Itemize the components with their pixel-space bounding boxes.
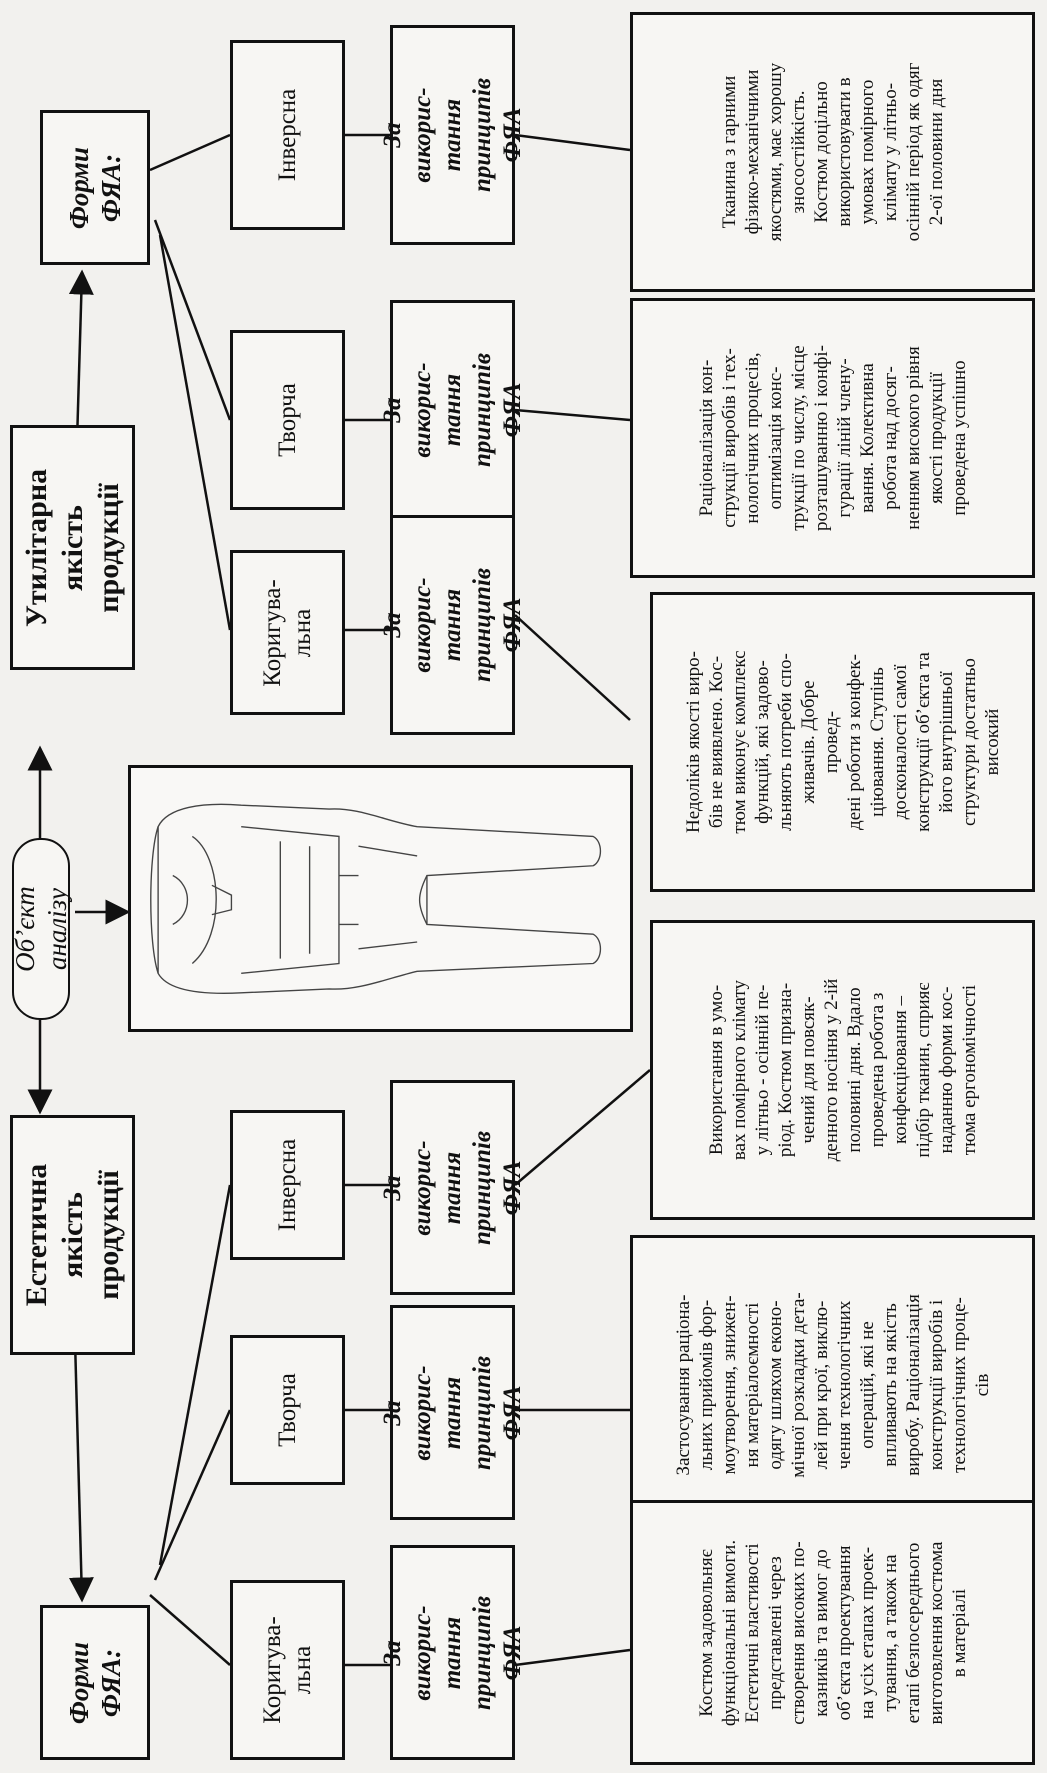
garment-sketch-drawing	[150, 803, 602, 994]
bottom-principle-inverse: За викорис- тання принципів ФЯА	[379, 1080, 526, 1295]
forms-fya-top-box: Форми ФЯА:	[40, 110, 150, 265]
bottom-form-creative: Творча	[230, 1335, 345, 1485]
top-form-inverse: Інверсна	[230, 40, 345, 230]
bottom-principle-creative: За викорис- тання принципів ФЯА	[379, 1305, 526, 1520]
bottom-description-creative: Застосування раціона- льних прийомів фор…	[630, 1235, 1035, 1535]
top-principle-corrective: За викорис- тання принципів ФЯА	[379, 515, 526, 735]
top-description-inverse: Тканина з гарними фізико-механічними яко…	[630, 12, 1035, 292]
top-principle-creative: За викорис- тання принципів ФЯА	[379, 300, 526, 520]
garment-sketch	[128, 765, 633, 1032]
top-principle-inverse: За викорис- тання принципів ФЯА	[379, 25, 526, 245]
top-form-creative: Творча	[230, 330, 345, 510]
utilitarian-quality-box: Утилітарна якість продукції	[10, 425, 135, 670]
arrow-to-forms-bottom	[68, 1339, 94, 1603]
object-of-analysis-label: Об’єкт аналізу	[10, 838, 72, 1020]
bottom-form-inverse: Інверсна	[230, 1110, 345, 1260]
top-description-corrective: Недоліків якості виро- бів не виявлено. …	[650, 592, 1035, 892]
bottom-description-inverse: Використання в умо- вах помірного клімат…	[650, 920, 1035, 1220]
forms-fya-bottom-box: Форми ФЯА:	[40, 1605, 150, 1760]
top-description-creative: Раціоналізація кон- струкції виробів і т…	[630, 298, 1035, 578]
top-form-corrective: Коригува- льна	[230, 550, 345, 715]
bottom-description-corrective: Костюм задовольняє функціональні вимоги.…	[630, 1500, 1035, 1765]
bottom-form-corrective: Коригува- льна	[230, 1580, 345, 1760]
aesthetic-quality-box: Естетична якість продукції	[10, 1115, 135, 1355]
bottom-principle-corrective: За викорис- тання принципів ФЯА	[379, 1545, 526, 1760]
